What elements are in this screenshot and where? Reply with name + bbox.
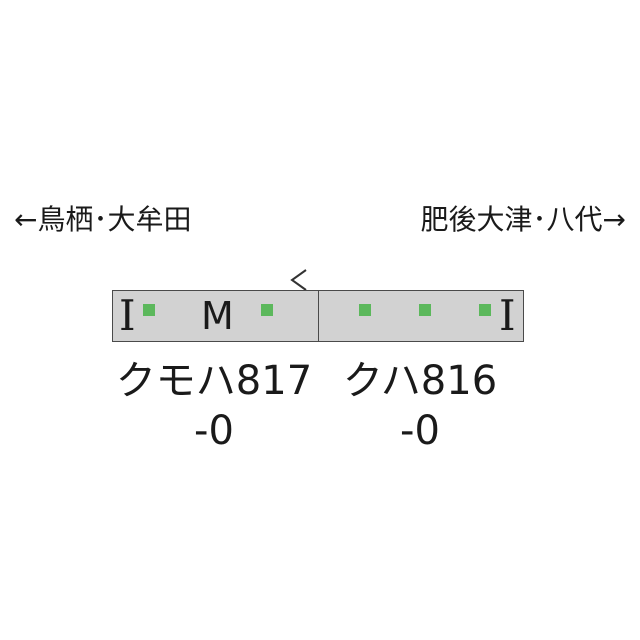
car-label-kumoha817: クモハ817 -0 (100, 356, 328, 456)
car-number: -0 (400, 408, 440, 454)
car-number: -0 (194, 408, 234, 454)
car-kumoha817: I M (112, 290, 319, 342)
car-label-kuha816: クハ816 -0 (320, 356, 520, 456)
destination-left: ←鳥栖･大牟田 (14, 203, 192, 236)
door-marker (261, 304, 273, 316)
door-marker (479, 304, 491, 316)
car-type: クモハ817 (115, 358, 313, 404)
cab-end-mark: I (119, 291, 136, 340)
door-marker (143, 304, 155, 316)
door-marker (359, 304, 371, 316)
door-marker (419, 304, 431, 316)
motor-car-mark: M (201, 294, 234, 338)
pantograph-icon (290, 269, 307, 291)
destination-right: 肥後大津･八代→ (420, 203, 626, 236)
car-kuha816: I (318, 290, 524, 342)
cab-end-mark: I (499, 291, 516, 340)
train-formation: I M I (112, 290, 524, 342)
car-type: クハ816 (342, 358, 498, 404)
